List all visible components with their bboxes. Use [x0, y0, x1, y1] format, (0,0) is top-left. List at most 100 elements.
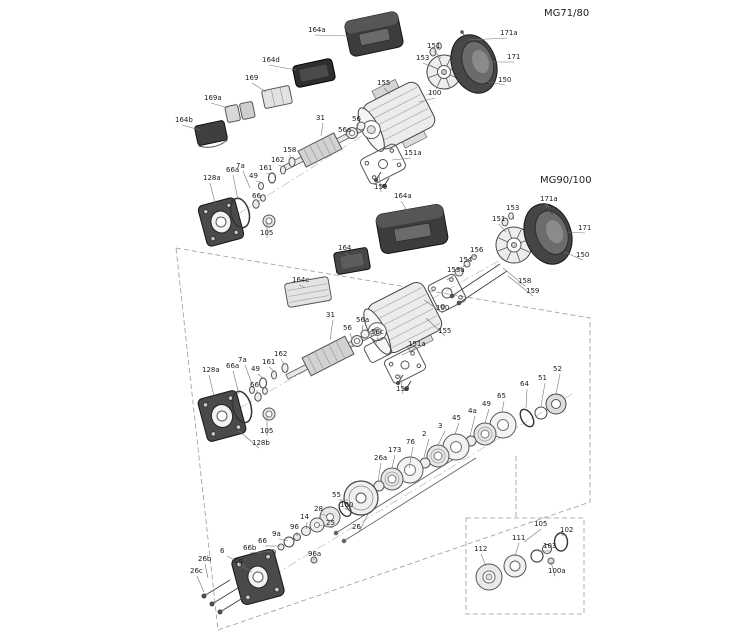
- part-callout-158: 158: [283, 146, 297, 154]
- retaining-ring: [283, 536, 295, 548]
- part-callout-159: 159: [374, 183, 388, 191]
- part-callout-153a: 153a: [447, 266, 465, 274]
- spacer: [373, 480, 385, 492]
- fan-washer: [429, 47, 437, 57]
- seal-kit-box: [465, 517, 585, 615]
- retaining-ring: [534, 406, 548, 420]
- part-callout-56a: 56a: [356, 316, 370, 324]
- terminal-box-gasket: [292, 58, 336, 88]
- part-callout-49: 49: [482, 400, 491, 408]
- part-callout-31: 31: [326, 311, 335, 319]
- part-callout-151a: 151a: [404, 149, 422, 157]
- impeller: [473, 422, 497, 446]
- fan-cover: [450, 34, 498, 94]
- head-bolts: [201, 579, 247, 615]
- part-callout-56: 56: [352, 115, 361, 123]
- plate-screws: [374, 171, 390, 188]
- impeller: [380, 467, 404, 491]
- bearing-plate: [383, 346, 427, 384]
- part-callout-128b: 128b: [252, 439, 270, 447]
- impeller: [426, 444, 450, 468]
- fan-washer: [501, 217, 509, 227]
- part-callout-7a: 7a: [236, 162, 245, 170]
- part-callout-155: 155: [438, 327, 452, 335]
- washer: [254, 392, 262, 402]
- part-callout-105: 105: [260, 229, 274, 237]
- lock-washer: [262, 387, 268, 395]
- part-callout-151: 151: [492, 215, 506, 223]
- shaft-seal: [262, 214, 276, 228]
- part-callout-56: 56: [343, 324, 352, 332]
- shaft-rings: [249, 363, 289, 394]
- part-callout-151a: 151a: [408, 340, 426, 348]
- part-callout-2: 2: [422, 430, 427, 438]
- part-callout-164d: 164d: [262, 56, 280, 64]
- part-callout-169: 169: [245, 74, 259, 82]
- part-callout-66: 66: [250, 381, 259, 389]
- terminal-box-cover: [344, 11, 404, 57]
- shaft-bearing: [545, 393, 567, 415]
- terminal-box-base: [333, 247, 371, 275]
- capacitor-box: [194, 120, 229, 148]
- outer-sleeve: [343, 480, 379, 516]
- part-callout-96: 96: [290, 523, 299, 531]
- part-callout-66a: 66a: [226, 362, 240, 370]
- part-callout-173: 173: [388, 446, 402, 454]
- connector-box: [261, 85, 293, 109]
- seal-stationary: [475, 563, 503, 591]
- seal-spring: [553, 532, 569, 552]
- mounting-flange: [197, 197, 245, 247]
- part-callout-171a: 171a: [500, 29, 518, 37]
- part-callout-103: 103: [543, 542, 557, 550]
- part-callout-66b: 66b: [243, 544, 257, 552]
- part-callout-105: 105: [534, 520, 548, 528]
- part-callout-6: 6: [220, 547, 225, 555]
- part-callout-66: 66: [252, 192, 261, 200]
- part-callout-31: 31: [316, 114, 325, 122]
- part-callout-150: 150: [576, 251, 590, 259]
- fan: [495, 226, 533, 264]
- chamber: [489, 411, 517, 439]
- mg90100-assembly: [197, 203, 573, 442]
- part-callout-100: 100: [436, 304, 450, 312]
- part-callout-25: 25: [326, 519, 335, 527]
- part-callout-52: 52: [553, 365, 562, 373]
- seal-kit: [475, 532, 569, 591]
- part-callout-128a: 128a: [202, 366, 220, 374]
- bearing-gasket: [363, 337, 393, 363]
- pump-assembly: [201, 393, 567, 615]
- part-callout-111: 111: [512, 534, 526, 542]
- stator-housing: [363, 282, 443, 355]
- part-callout-164: 164: [338, 244, 352, 252]
- terminal-box-cover: [375, 204, 449, 254]
- part-callout-153: 153: [416, 54, 430, 62]
- part-callout-128a: 128a: [203, 174, 221, 182]
- mg7180-assembly: [194, 11, 498, 247]
- seal-ring: [530, 549, 544, 563]
- sleeve-o-ring: [338, 500, 352, 518]
- part-callout-112: 112: [474, 545, 488, 553]
- section-boundary: [175, 247, 591, 631]
- diagram-title-mg71-80: MG71/80: [544, 8, 590, 19]
- flange-o-ring: [229, 197, 251, 229]
- part-callout-105: 105: [260, 427, 274, 435]
- part-callout-159: 159: [526, 287, 540, 295]
- impeller: [319, 506, 341, 528]
- part-callout-171a: 171a: [540, 195, 558, 203]
- part-callout-9a: 9a: [272, 530, 281, 538]
- flange-o-ring: [231, 390, 253, 424]
- part-callout-51: 51: [538, 374, 547, 382]
- part-callout-171: 171: [507, 53, 521, 61]
- fan-clip: [436, 42, 442, 50]
- part-callout-100: 100: [340, 501, 354, 509]
- part-callout-26: 26: [352, 523, 361, 531]
- part-callout-100: 100: [428, 89, 442, 97]
- part-callout-45: 45: [452, 414, 461, 422]
- bearing: [351, 329, 370, 347]
- plug: [310, 556, 318, 564]
- seal-ring-small: [542, 544, 552, 554]
- diagram-title-mg90-100: MG90/100: [540, 175, 592, 186]
- shaft-seal: [262, 407, 276, 421]
